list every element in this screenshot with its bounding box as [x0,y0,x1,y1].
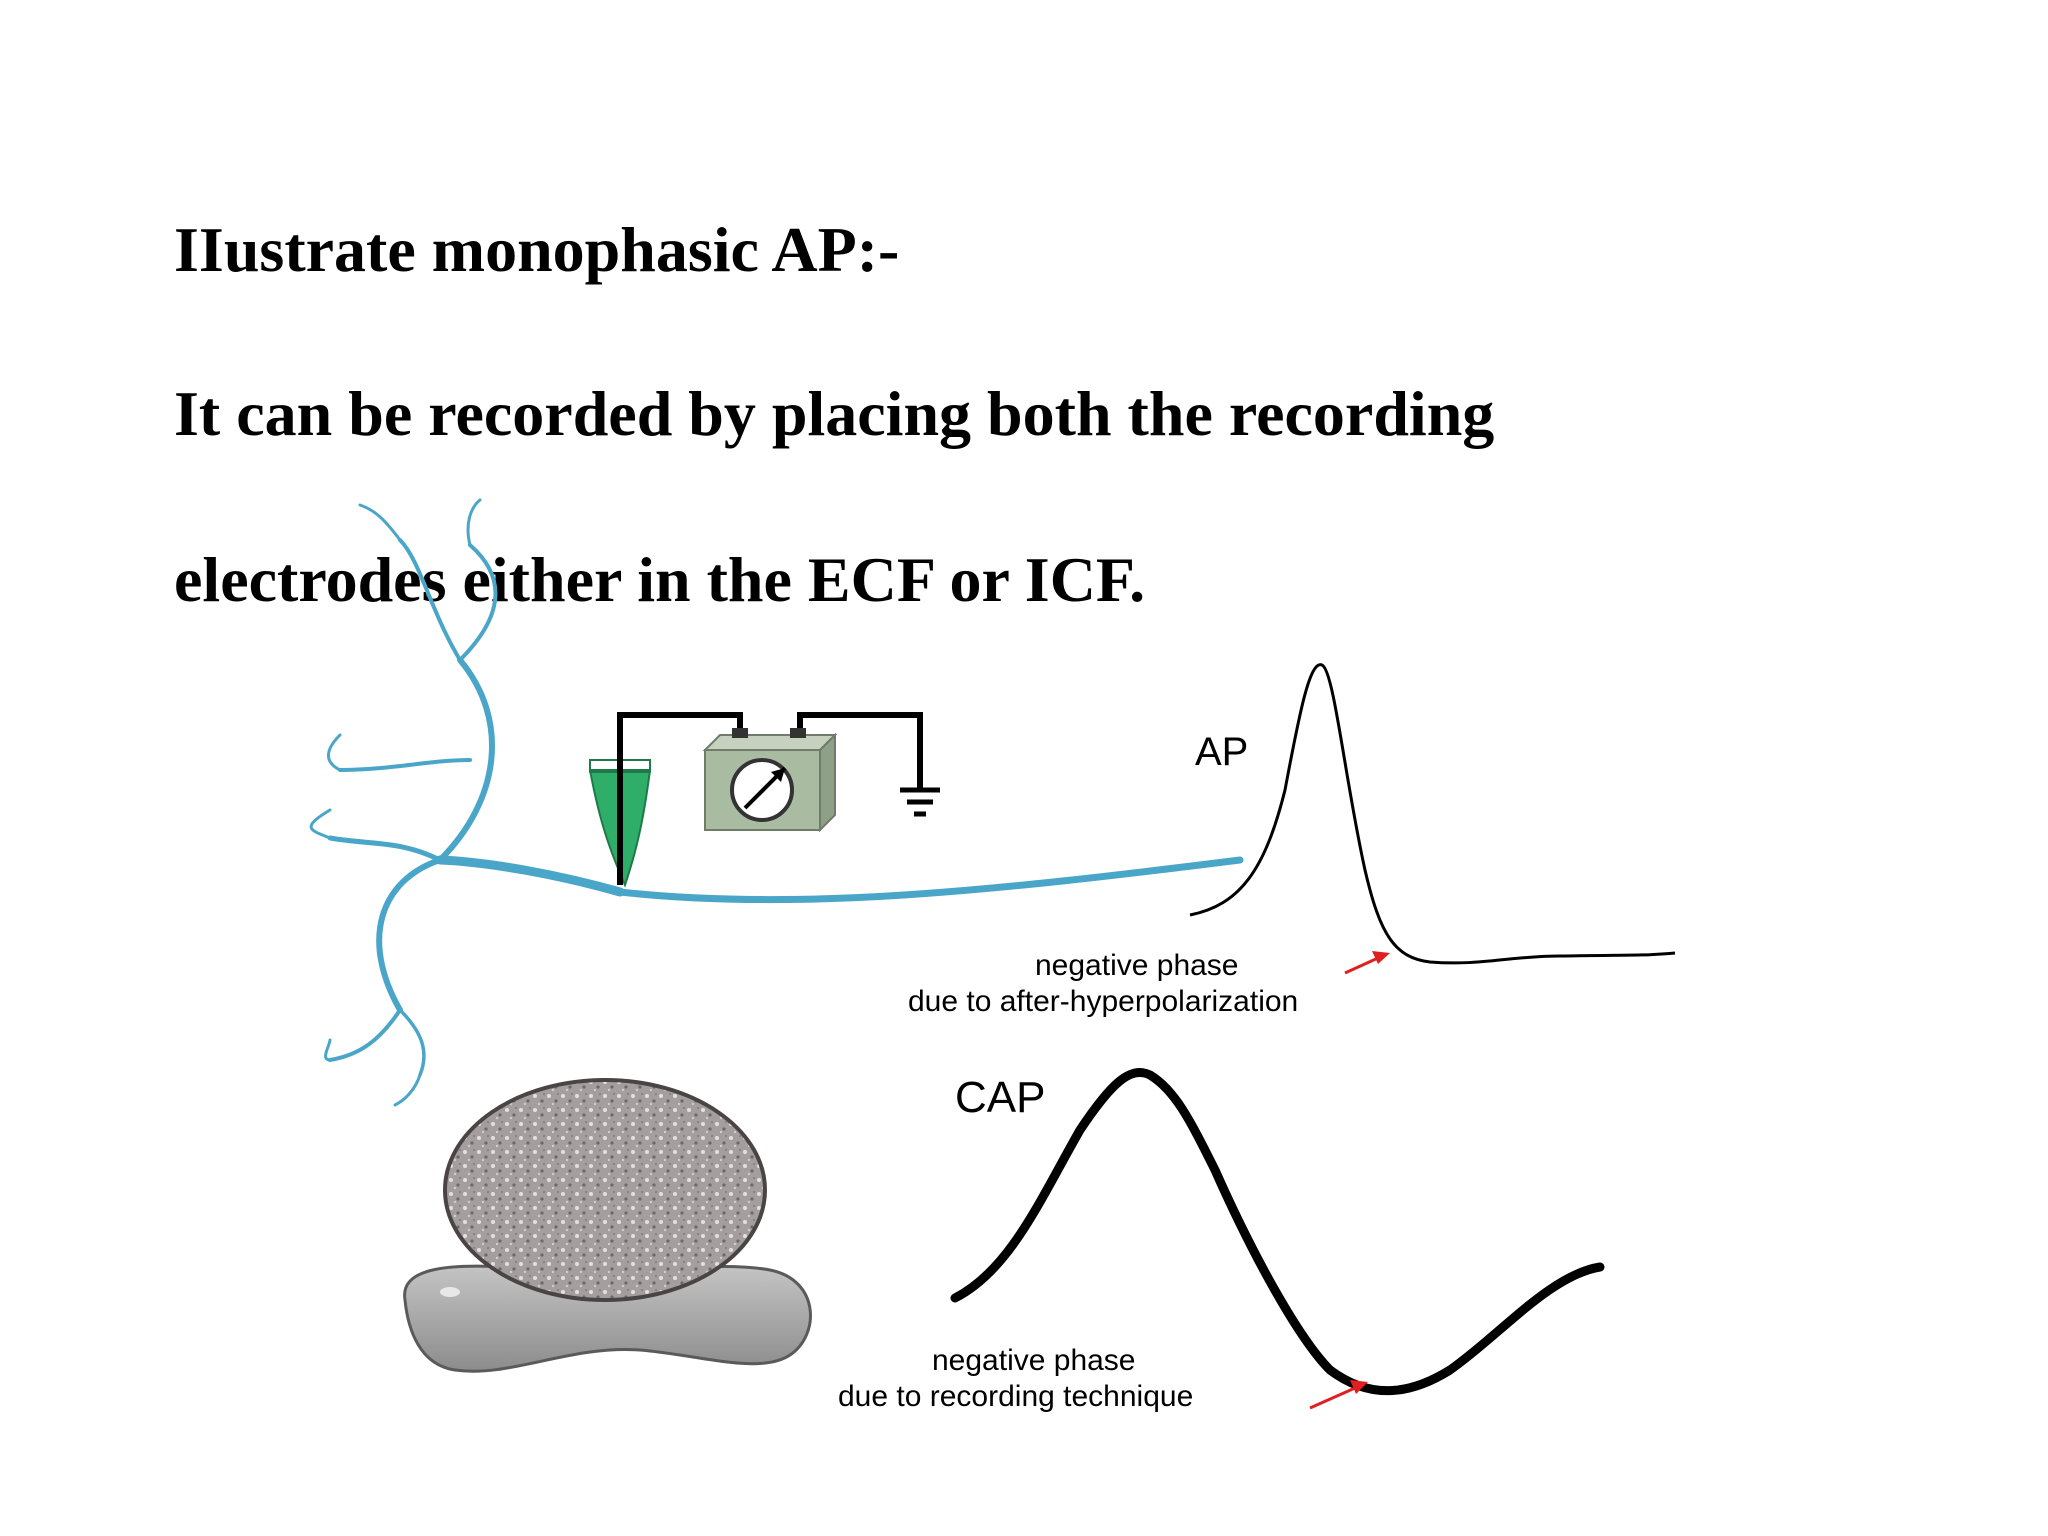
cap-arrow [1309,1380,1368,1410]
voltmeter [702,728,838,833]
recording-setup [588,712,940,888]
cap-trace [950,1068,1605,1396]
ap-note-line-2: due to after-hyperpolarization [908,985,1298,1018]
ap-label: AP [1195,730,1248,774]
ap-note-line-1: negative phase [1035,949,1239,982]
nerve-bundle-illustration [403,1078,812,1373]
ground-symbol [900,787,940,817]
slide-text-line-2: It can be recorded by placing both the r… [174,378,1495,449]
cap-label: CAP [955,1073,1045,1122]
neuron-illustration [309,498,1244,1107]
ap-arrow [1344,951,1390,975]
slide-title: IIustrate monophasic AP:- [174,214,900,285]
cap-note-line-2: due to recording technique [838,1380,1193,1413]
ap-trace [1189,663,1676,965]
cap-note-line-1: negative phase [932,1344,1136,1377]
slide-text-line-3: electrodes either in the ECF or ICF. [174,544,1146,615]
